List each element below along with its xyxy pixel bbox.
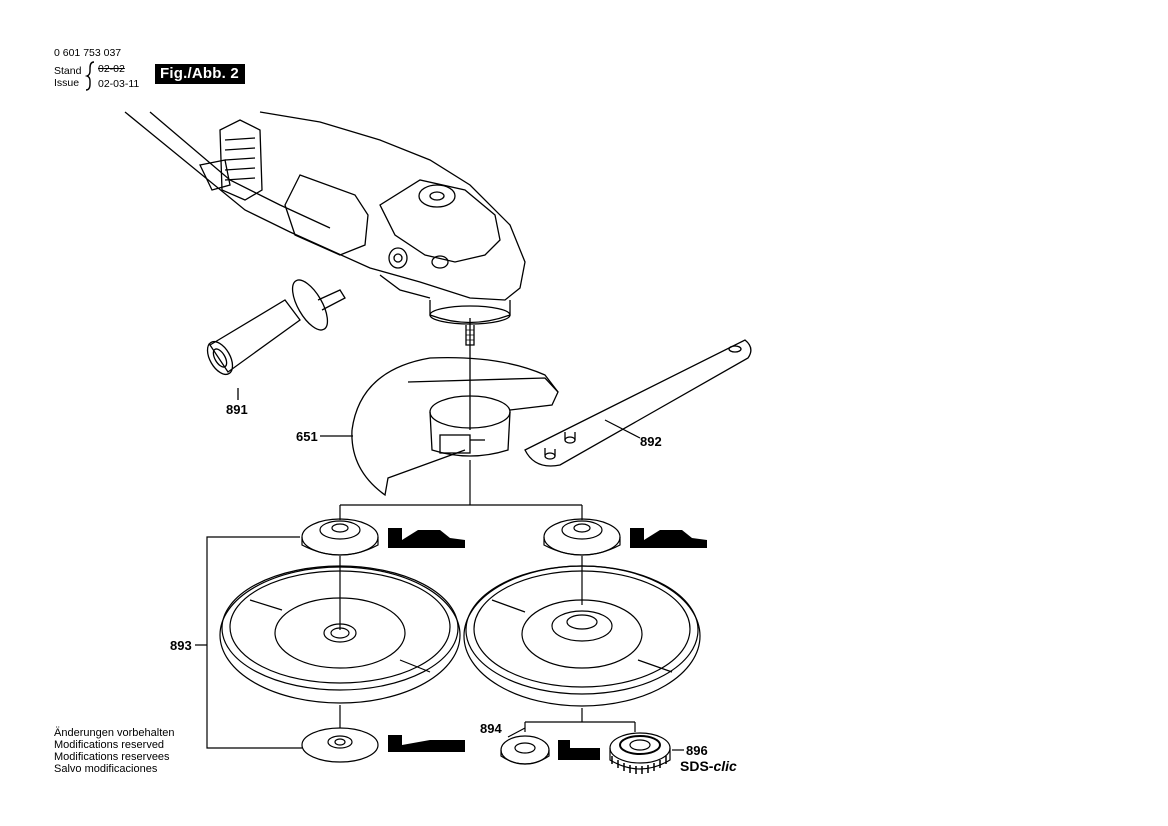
nut-894-profile [558,740,600,760]
label-893: 893 [170,638,192,653]
quick-clamping-nut-896 [609,732,684,774]
issue-label: Issue [54,77,80,89]
issue-value: 02-03-11 [98,78,140,90]
clamping-nut-894 [500,735,550,765]
note-fr: Modifications reservees [54,751,170,763]
left-inner-flange [301,518,379,556]
header-brace [84,61,95,91]
modification-notes: Änderungen vorbehalten Modifications res… [54,727,174,775]
sds-text: SDS- [680,758,714,774]
note-de: Änderungen vorbehalten [54,727,175,739]
label-892: 892 [640,434,662,449]
bracket-893 [195,536,302,749]
figure-label: Fig./Abb. 2 [155,64,245,84]
connector-tree [339,460,583,520]
sds-clic-logo: SDS-clic [680,758,737,774]
left-grinding-wheel [219,565,461,704]
stand-label: Stand [54,65,82,77]
stand-value: 02-02 [98,63,125,75]
angle-grinder [124,111,526,346]
two-pin-spanner [524,339,752,467]
label-891: 891 [226,402,248,417]
label-651: 651 [296,429,318,444]
label-894: 894 [480,721,502,736]
left-flange-profile [388,528,465,548]
right-grinding-wheel [463,565,701,707]
note-en: Modifications reserved [54,739,165,751]
label-896: 896 [686,743,708,758]
clic-text: clic [713,758,737,774]
right-inner-flange [543,518,621,556]
left-nut-profile [388,735,465,752]
left-clamping-nut [301,705,379,763]
auxiliary-handle [206,279,346,400]
right-flange-profile [630,528,707,548]
part-number: 0 601 753 037 [54,47,122,59]
note-es: Salvo modificaciones [54,763,158,775]
wheel-guard [351,318,559,497]
